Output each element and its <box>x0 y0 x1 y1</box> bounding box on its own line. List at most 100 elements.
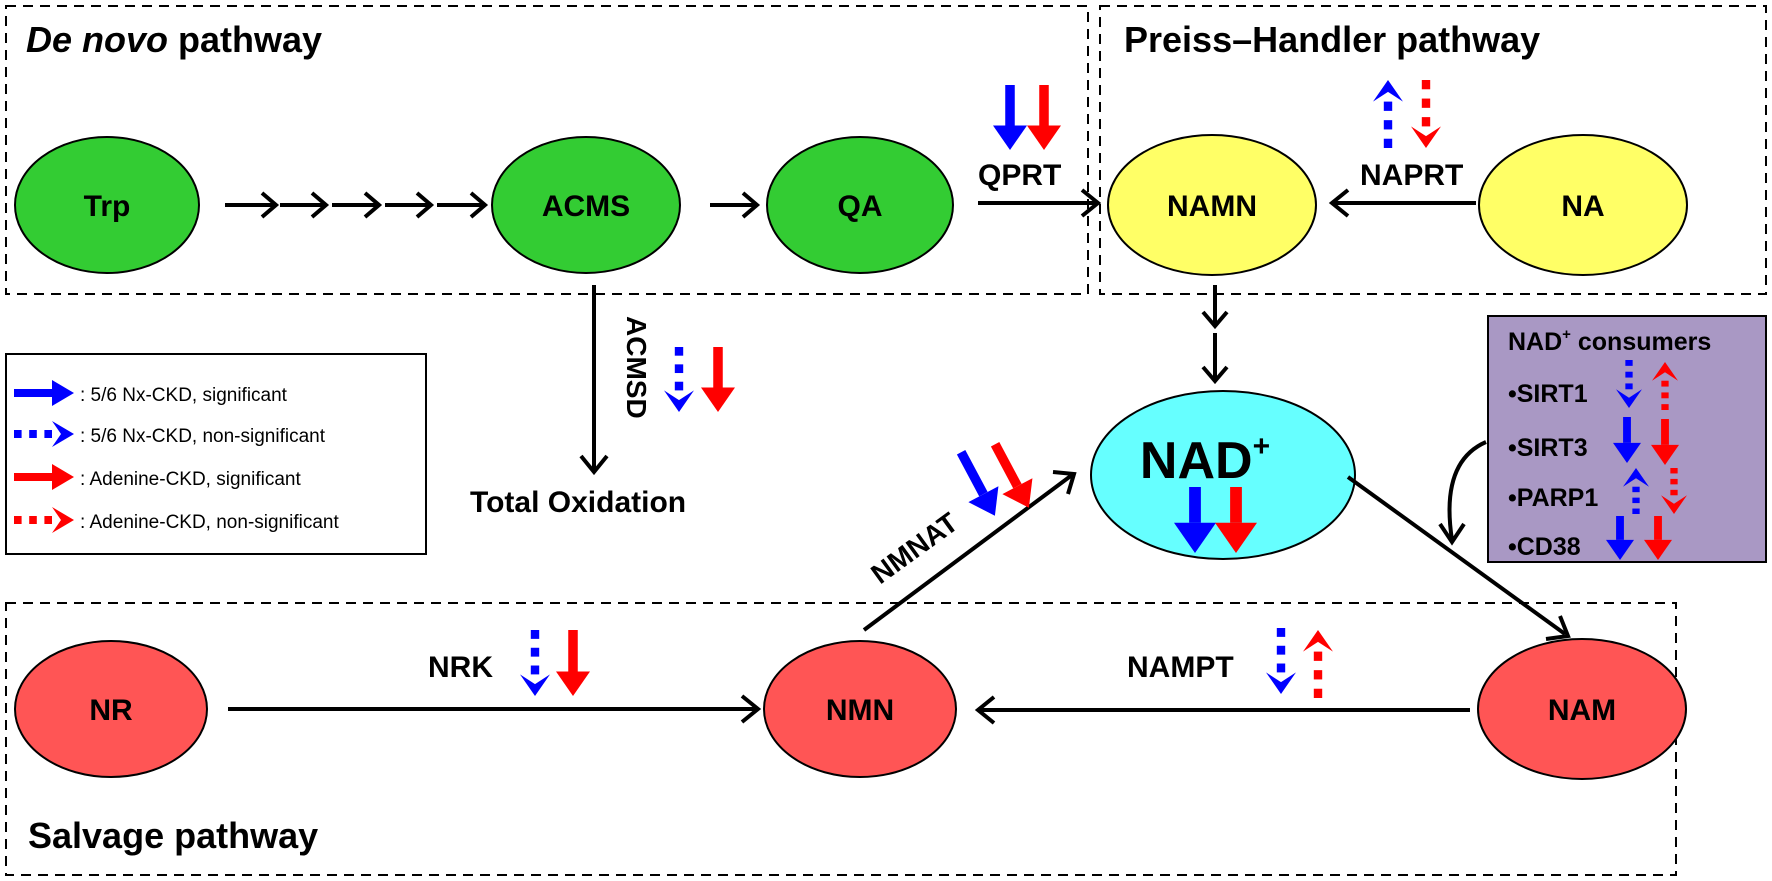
arrow-dash <box>1632 497 1640 504</box>
trp-to-acms-steps <box>225 191 489 219</box>
consumer-parp1: •PARP1 <box>1508 484 1598 512</box>
arrow-dash <box>1313 688 1323 698</box>
node-nmn: NMN <box>763 640 957 778</box>
node-qa: QA <box>766 136 954 274</box>
arrow-dash <box>674 347 684 356</box>
naprt-blue-arrow <box>1373 80 1403 148</box>
node-acms: ACMS <box>491 136 681 274</box>
arrow-dash <box>1421 80 1431 90</box>
legend-arrow-0 <box>14 380 74 406</box>
legend-arrow-head <box>52 421 74 447</box>
arrow-head <box>664 390 694 412</box>
arrow-dash <box>1625 383 1633 390</box>
arrow-head <box>520 674 550 696</box>
consumer-cd38: •CD38 <box>1508 533 1581 561</box>
legend-arrow-dash <box>14 430 22 438</box>
sirt3-blue-arrow <box>1613 417 1641 463</box>
arrow-shaft <box>568 630 578 672</box>
arrow-dash <box>1670 468 1678 474</box>
arrow-dash <box>1625 371 1633 378</box>
enzyme-nmnat: NMNAT <box>865 507 963 590</box>
namn-to-nad-arrows <box>1201 285 1229 385</box>
arrow-shaft <box>1189 487 1201 523</box>
node-qa-label: QA <box>838 190 883 223</box>
arrow-head <box>1002 478 1033 508</box>
node-nad-label: NAD+ <box>1140 430 1270 490</box>
preiss-handler-pathway-box <box>1099 5 1767 295</box>
arrow-head <box>1652 362 1678 381</box>
arrow-dash <box>530 665 540 675</box>
arrow-head <box>1613 442 1641 463</box>
arrow-dash <box>674 381 684 391</box>
enzyme-naprt: NAPRT <box>1360 159 1463 192</box>
preiss-handler-pathway-title: Preiss–Handler pathway <box>1124 19 1540 60</box>
arrow-head <box>1303 630 1333 652</box>
enzyme-acmsd: ACMSD <box>621 316 652 419</box>
arrow-dash <box>1276 663 1286 673</box>
node-nr-label: NR <box>89 694 133 727</box>
arrow-shaft <box>1654 516 1662 540</box>
arrow-shaft <box>1616 516 1624 540</box>
arrow-dash <box>1421 98 1431 108</box>
legend-label-3: : Adenine-CKD, non-significant <box>80 512 339 533</box>
acmsd-blue-arrow <box>664 347 694 412</box>
arrow-head <box>556 671 590 696</box>
nmn-to-nad-arrow <box>862 470 1077 632</box>
arrow-head <box>1644 539 1672 560</box>
arrow-dash <box>1661 404 1669 410</box>
nampt-blue-arrow <box>1266 628 1296 694</box>
nad-red-arrow <box>1215 487 1257 553</box>
nmnat-red-arrow <box>990 441 1033 508</box>
node-namn: NAMN <box>1107 134 1317 276</box>
arrow-shaft <box>1005 85 1015 126</box>
node-trp-label: Trp <box>84 190 131 223</box>
legend-label-0: : 5/6 Nx-CKD, significant <box>80 385 288 406</box>
legend-arrow-dash <box>14 516 22 524</box>
nrk-red-arrow <box>556 630 590 696</box>
naprt-red-arrow <box>1411 80 1441 148</box>
arrow-dash <box>1383 138 1393 148</box>
sirt1-red-arrow <box>1652 362 1678 410</box>
parp1-blue-arrow <box>1623 468 1649 514</box>
legend-arrow-2 <box>14 464 74 490</box>
node-nad: NAD+ <box>1090 390 1356 560</box>
legend-label-2: : Adenine-CKD, significant <box>80 469 301 490</box>
parp1-red-arrow <box>1661 468 1687 514</box>
legend-arrow-dash <box>44 516 52 524</box>
arrow-dash <box>1661 380 1669 387</box>
legend-item-3: : Adenine-CKD, non-significant <box>14 507 339 533</box>
arrow-dash <box>530 647 540 657</box>
arrow-dash <box>1383 120 1393 130</box>
legend-arrow-3 <box>14 507 74 533</box>
arrow-shaft <box>713 347 723 388</box>
enzyme-qprt: QPRT <box>978 159 1061 192</box>
sirt3-red-arrow <box>1651 419 1679 465</box>
de-novo-pathway-title: De novo pathway <box>26 19 322 60</box>
arrow-head <box>701 387 735 412</box>
arrow-dash <box>1670 489 1678 496</box>
cd38-blue-arrow <box>1606 516 1634 560</box>
nad-consumers-title: NAD+ consumers <box>1508 326 1711 356</box>
arrow-head <box>1266 672 1296 694</box>
arrow-dash <box>1632 486 1640 493</box>
legend-item-0: : 5/6 Nx-CKD, significant <box>14 380 288 406</box>
arrow-dash <box>1313 651 1323 661</box>
acms-to-oxidation-arrow <box>579 285 609 476</box>
sirt1-blue-arrow <box>1616 360 1642 408</box>
node-acms-label: ACMS <box>542 190 630 223</box>
arrow-head <box>1623 468 1649 487</box>
arrow-head <box>1027 125 1061 150</box>
qprt-red-arrow <box>1027 85 1061 150</box>
arrow-head <box>1215 522 1257 553</box>
node-nmn-label: NMN <box>826 694 894 727</box>
arrow-dash <box>1632 508 1640 514</box>
legend-arrow-shaft <box>14 473 52 481</box>
legend-arrow-dash <box>44 430 52 438</box>
consumer-sirt3: •SIRT3 <box>1508 434 1588 462</box>
de-novo-pathway-box <box>5 5 1089 295</box>
node-nr: NR <box>14 640 208 778</box>
nr-to-nmn-arrow <box>228 694 762 724</box>
arrow-head <box>1411 126 1441 148</box>
